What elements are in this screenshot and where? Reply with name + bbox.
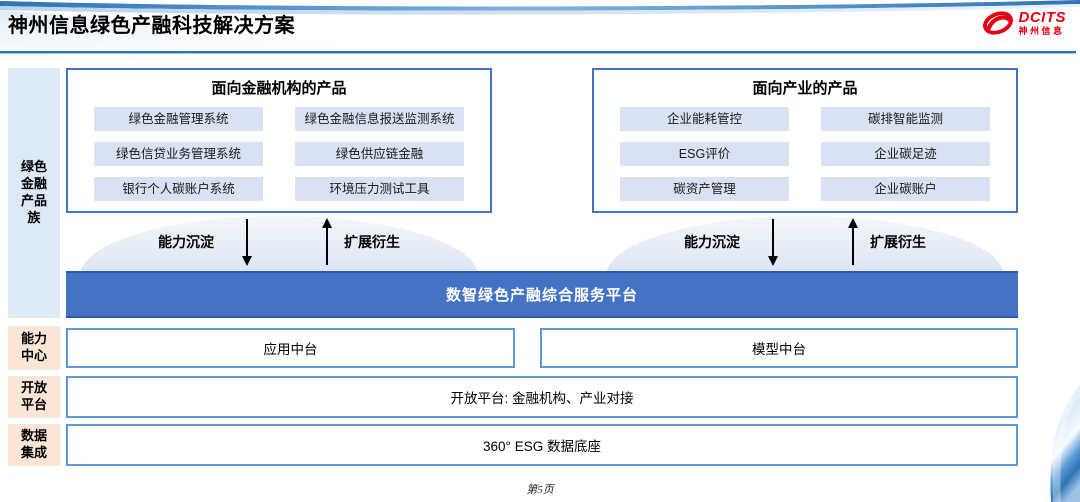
product-item: ESG评价 [620,142,789,166]
flow-zone-left: 能力沉淀 扩展衍生 [66,213,492,271]
product-list: 企业能耗管控 碳排智能监测 ESG评价 企业碳足迹 碳资产管理 企业碳账户 [594,98,1016,201]
product-item: 企业碳足迹 [821,142,990,166]
sidebar-label-line: 族 [27,209,41,225]
open-platform-box: 开放平台: 金融机构、产业对接 [66,376,1018,418]
capability-deposit-label: 能力沉淀 [158,234,214,250]
product-item: 银行个人碳账户系统 [94,177,263,201]
group-title: 面向金融机构的产品 [211,80,347,97]
product-item: 绿色金融管理系统 [94,107,263,131]
product-list: 绿色金融管理系统 绿色金融信息报送监测系统 绿色信贷业务管理系统 绿色供应链金融… [68,98,490,201]
sidebar-label-line: 绿色 [20,159,47,175]
sidebar-label-line: 数据 [20,428,47,444]
sidebar-green-finance-product-family: 绿色 金融 产品 族 [8,68,60,318]
up-arrow-icon [322,218,332,265]
title-divider [0,51,1076,54]
extend-derive-label: 扩展衍生 [870,234,926,250]
group-title: 面向产业的产品 [752,80,858,97]
sidebar-open-platform: 开放 平台 [8,376,60,418]
product-item: 企业碳账户 [821,177,990,201]
product-item: 环境压力测试工具 [295,177,464,201]
product-item: 企业能耗管控 [620,107,789,131]
model-middle-platform-box: 模型中台 [540,328,1018,368]
flow-zone-right: 能力沉淀 扩展衍生 [592,213,1018,271]
product-item: 碳资产管理 [620,177,789,201]
up-arrow-icon [848,218,858,265]
digital-green-platform-bar: 数智绿色产融综合服务平台 [66,271,1018,318]
page-title: 神州信息绿色产融科技解决方案 [8,15,295,37]
product-item: 绿色信贷业务管理系统 [94,142,263,166]
page-number: 第5页 [526,484,554,496]
product-item: 碳排智能监测 [821,107,990,131]
extend-derive-label: 扩展衍生 [344,234,400,250]
sidebar-label-line: 产品 [20,193,47,208]
company-logo: DCITS 神州信息 [981,8,1067,38]
application-middle-platform-box: 应用中台 [66,328,515,368]
capability-deposit-label: 能力沉淀 [684,234,740,250]
logo-brand-cn-text: 神州信息 [1018,26,1065,36]
group-financial-institution-products: 面向金融机构的产品 绿色金融管理系统 绿色金融信息报送监测系统 绿色信贷业务管理… [66,68,492,213]
product-item: 绿色供应链金融 [295,142,464,166]
sidebar-capability-center: 能力 中心 [8,326,60,370]
sidebar-label-line: 平台 [20,397,47,412]
logo-brand-text: DCITS [1018,9,1066,26]
product-item: 绿色金融信息报送监测系统 [295,107,464,131]
sidebar-label-line: 集成 [20,445,47,460]
dcits-swoosh-icon [982,11,1013,35]
sidebar-label-line: 开放 [20,380,47,396]
sidebar-data-integration: 数据 集成 [8,424,60,466]
down-arrow-icon [242,219,252,266]
group-industry-products: 面向产业的产品 企业能耗管控 碳排智能监测 ESG评价 企业碳足迹 碳资产管理 … [592,68,1018,213]
esg-data-base-box: 360° ESG 数据底座 [66,424,1018,466]
sidebar-label-line: 金融 [20,176,47,192]
down-arrow-icon [768,219,778,266]
sidebar-label-line: 能力 [20,331,47,347]
sidebar-label-line: 中心 [20,348,47,363]
